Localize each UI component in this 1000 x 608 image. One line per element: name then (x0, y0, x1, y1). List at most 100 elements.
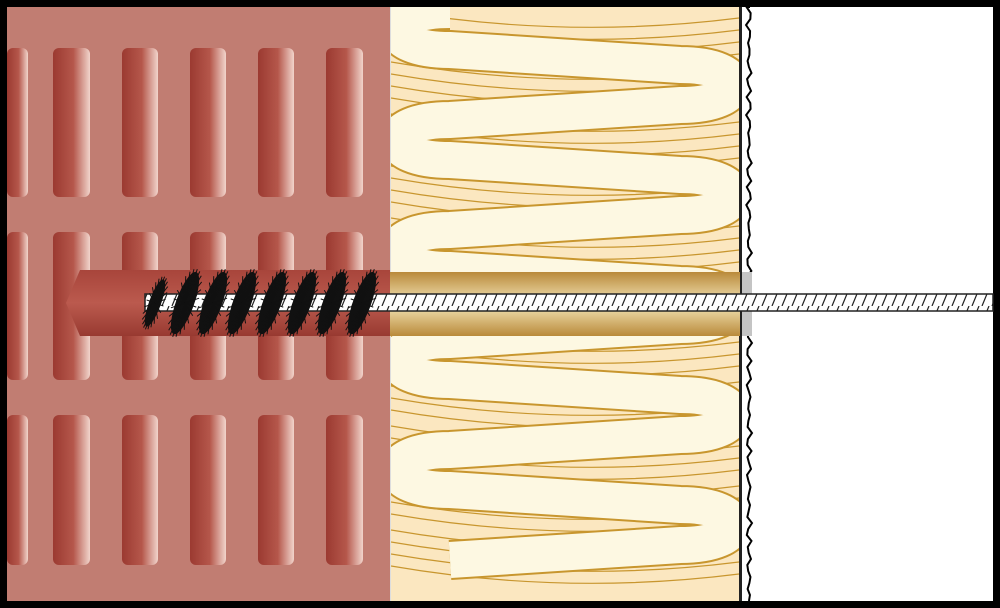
bristle (315, 302, 333, 317)
brick-hole (326, 415, 363, 565)
bristle (212, 275, 230, 304)
bristle (357, 282, 363, 304)
bristle (331, 269, 345, 304)
bristle (301, 271, 318, 304)
bristle (142, 302, 156, 325)
bristle (254, 302, 273, 325)
bristle (225, 302, 243, 317)
bristle (241, 302, 247, 324)
bristle (183, 302, 186, 330)
bristle (184, 271, 201, 304)
bristle (184, 271, 191, 304)
bristle (301, 302, 311, 316)
bristle (331, 302, 341, 316)
bristle (296, 302, 303, 335)
bristle (361, 276, 364, 304)
bristle (300, 302, 303, 330)
brick-hole (258, 48, 294, 197)
bristle (154, 302, 159, 319)
bristle (212, 289, 230, 304)
brush-bristle-tuft (167, 269, 203, 337)
bristle (184, 289, 202, 304)
bristle (146, 299, 156, 304)
bristle (232, 302, 243, 337)
bristle (347, 302, 363, 309)
bristle (212, 297, 228, 304)
bristle (361, 302, 374, 308)
bristle (322, 302, 333, 337)
bristle (292, 302, 303, 337)
bristle (259, 302, 273, 337)
bristle (361, 275, 379, 304)
bristle (271, 275, 289, 304)
bristle (184, 302, 194, 316)
bristle (323, 290, 333, 304)
bristle (289, 302, 303, 337)
bristle (224, 302, 243, 325)
bristle (301, 281, 320, 304)
bristle (331, 275, 349, 304)
bristle (267, 282, 273, 304)
bristle (226, 302, 243, 335)
bristle (293, 290, 303, 304)
bristle (173, 298, 186, 304)
bristle (212, 271, 229, 304)
bristle (331, 281, 350, 304)
bristle (263, 290, 273, 304)
bristle (196, 302, 214, 331)
bristle (212, 276, 215, 304)
bristle (201, 298, 214, 304)
bristle (271, 302, 284, 308)
bristle (212, 269, 223, 304)
bristle (256, 302, 273, 335)
bristle (197, 302, 214, 335)
bristle (207, 302, 214, 335)
bristle (170, 302, 186, 309)
bristle (350, 298, 363, 304)
bristle (271, 276, 274, 304)
bristle (179, 302, 186, 335)
bristle (154, 298, 166, 304)
bristle (175, 302, 186, 337)
bristle (255, 302, 273, 331)
bristle (229, 302, 243, 337)
bristle (271, 297, 287, 304)
bristle (262, 302, 273, 337)
bristle (204, 290, 214, 304)
brick-hole (122, 48, 158, 197)
bristle (286, 302, 303, 335)
bristle (271, 289, 289, 304)
brick-hole (53, 48, 90, 197)
brick-hole (326, 48, 363, 197)
bristle (301, 275, 319, 304)
bristle (241, 271, 258, 304)
bristle (360, 302, 363, 330)
bristle (271, 302, 277, 324)
bristle (345, 302, 363, 331)
bristle (241, 269, 252, 304)
brick-hole (258, 415, 294, 565)
bristle (301, 269, 312, 304)
bristle (327, 282, 333, 304)
bristle (257, 302, 273, 309)
bristle (241, 269, 255, 304)
bristle (212, 302, 225, 308)
bristle (301, 302, 314, 308)
bristle (154, 292, 168, 304)
bristle (270, 302, 273, 330)
bristle (260, 298, 273, 304)
bristle (241, 275, 259, 304)
bristle (241, 271, 248, 304)
bristle (168, 302, 186, 331)
bristle (331, 302, 344, 308)
bristle (241, 297, 257, 304)
bristle (200, 302, 214, 337)
brush-bristle-tuft (314, 269, 350, 337)
bristle (346, 302, 363, 335)
bristle (154, 286, 169, 304)
brick-hole (7, 48, 28, 197)
bristle (271, 269, 282, 304)
bristle (331, 271, 338, 304)
bristle (169, 302, 186, 335)
bristle (349, 302, 363, 337)
